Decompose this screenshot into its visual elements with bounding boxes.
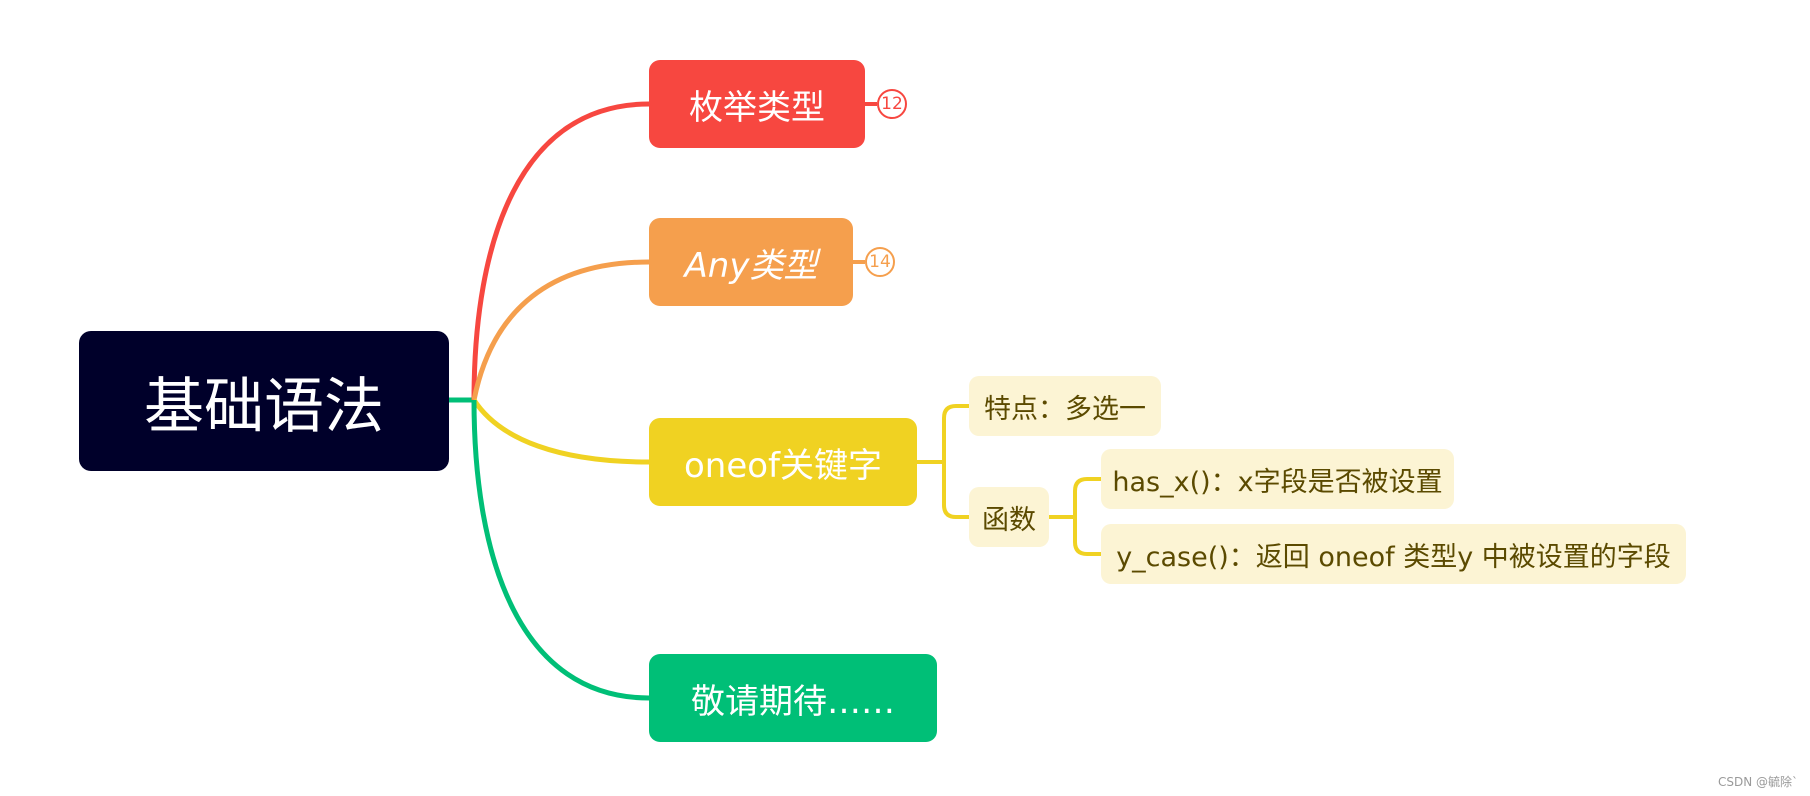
root-node[interactable]: 基础语法: [79, 331, 449, 471]
leaf-has-x[interactable]: has_x()：x字段是否被设置: [1101, 449, 1454, 509]
connector-root-oneof: [471, 398, 650, 465]
leaf-feature[interactable]: 特点：多选一: [969, 376, 1161, 436]
leaf-has-x-label: has_x()：x字段是否被设置: [1112, 466, 1443, 498]
branch-any-label: Any类型: [684, 245, 818, 286]
root-label: 基础语法: [144, 371, 384, 442]
badge-enum-count[interactable]: 12: [877, 89, 907, 119]
branch-enum-label: 枚举类型: [689, 87, 825, 128]
branch-coming-soon-label: 敬请期待……: [691, 681, 895, 722]
leaf-feature-label: 特点：多选一: [984, 393, 1146, 425]
branch-oneof[interactable]: oneof关键字: [649, 418, 917, 506]
leaf-func[interactable]: 函数: [969, 487, 1049, 547]
badge-any-count[interactable]: 14: [865, 247, 895, 277]
connector-oneof-bracket: [917, 404, 969, 519]
branch-any[interactable]: Any类型: [649, 218, 853, 306]
connector-root-wait: [471, 399, 650, 701]
connector-root-enum: [471, 101, 650, 401]
connector-root-any: [471, 259, 650, 401]
branch-oneof-label: oneof关键字: [683, 445, 883, 486]
branch-enum[interactable]: 枚举类型: [649, 60, 865, 148]
leaf-y-case-label: y_case()：返回 oneof 类型y 中被设置的字段: [1116, 541, 1671, 573]
connector-func-bracket: [1049, 477, 1101, 556]
watermark: CSDN @毓除`: [1717, 775, 1798, 789]
leaf-y-case[interactable]: y_case()：返回 oneof 类型y 中被设置的字段: [1101, 524, 1686, 584]
branch-coming-soon[interactable]: 敬请期待……: [649, 654, 937, 742]
leaf-func-label: 函数: [982, 504, 1036, 536]
